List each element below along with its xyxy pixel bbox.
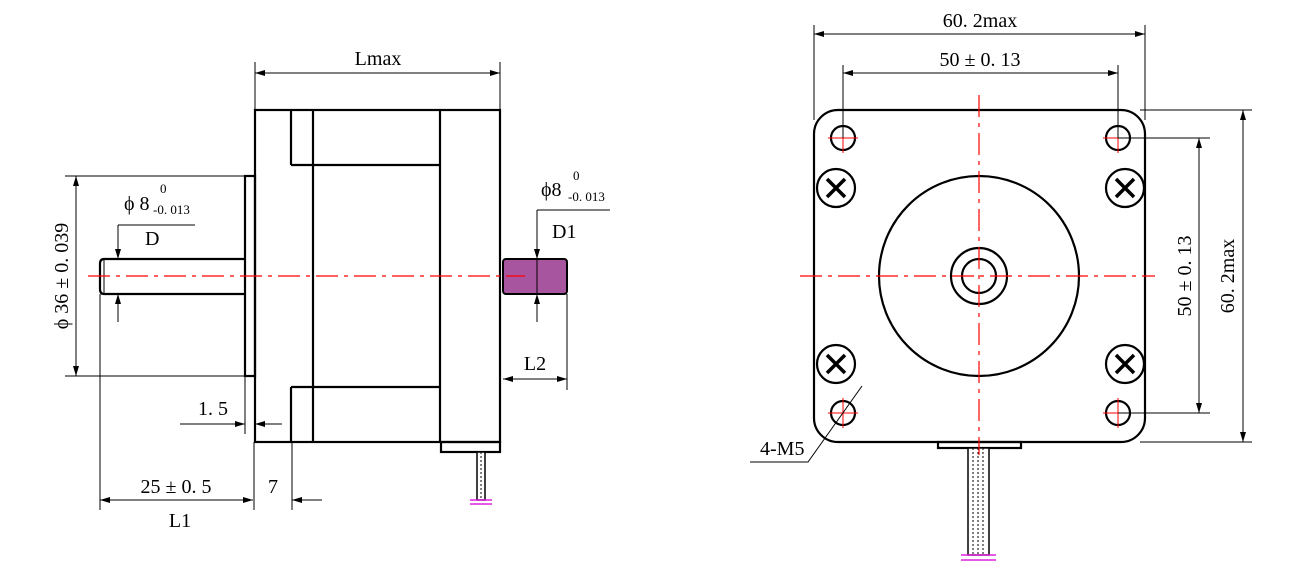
shaft-length: 25 ± 0. 5: [141, 476, 212, 498]
front-shaft-tol-upper: 0: [160, 181, 167, 196]
flange-diameter-dimension: ϕ 36 ± 0. 039: [51, 223, 73, 330]
front-shaft-diameter: ϕ 8: [124, 193, 150, 215]
overall-width: 60. 2max: [943, 10, 1017, 32]
overall-height: 60. 2max: [1217, 239, 1239, 313]
rear-shaft-tol-lower: -0. 013: [568, 189, 605, 204]
rear-shaft-diameter: ϕ8: [541, 179, 562, 201]
screw-icons: [815, 167, 1146, 385]
cable: [470, 451, 492, 505]
flange-thickness: 1. 5: [198, 398, 228, 420]
length-dimension: Lmax: [355, 48, 402, 70]
front-view: 60. 2max 50 ± 0. 13 50 ± 0. 13 60. 2max …: [750, 10, 1252, 561]
boss-length: 7: [268, 476, 278, 498]
rear-shaft-label: D1: [552, 221, 576, 243]
front-shaft-label: D: [145, 228, 159, 250]
hole-spacing-horizontal: 50 ± 0. 13: [940, 49, 1021, 71]
mount-hole-spec: 4-M5: [760, 438, 804, 460]
side-view: Lmax ϕ 36 ± 0. 039 ϕ 8 0 -0. 013 D ϕ8 0 …: [51, 48, 610, 532]
cable: [961, 447, 996, 561]
rear-shaft-tol-upper: 0: [573, 168, 580, 183]
motor-body: [253, 108, 502, 454]
shaft-label: L1: [169, 510, 191, 532]
front-shaft-tol-lower: -0. 013: [153, 202, 190, 217]
rear-shaft-length: L2: [524, 353, 546, 375]
hole-spacing-vertical: 50 ± 0. 13: [1174, 236, 1196, 317]
